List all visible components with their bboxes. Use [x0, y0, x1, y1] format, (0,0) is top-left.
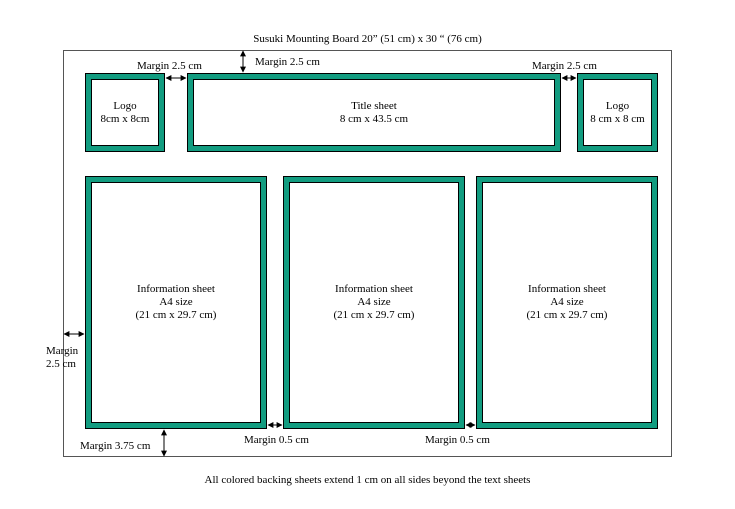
info-sheet-center: Information sheet A4 size (21 cm x 29.7 …	[283, 176, 465, 429]
logo-left-label: Logo	[113, 99, 137, 112]
logo-left-size: 8cm x 8cm	[100, 112, 150, 125]
info-left-dimensions: (21 cm x 29.7 cm)	[135, 309, 217, 321]
margin-label-side-line2: 2.5 cm	[46, 358, 76, 370]
margin-label-gap-right: Margin 0.5 cm	[425, 434, 490, 446]
diagram-title: Susuki Mounting Board 20” (51 cm) x 30 “…	[253, 33, 482, 45]
title-sheet-label: Title sheet	[351, 99, 397, 112]
info-center-size: A4 size	[357, 296, 391, 308]
info-sheet-left: Information sheet A4 size (21 cm x 29.7 …	[85, 176, 267, 429]
logo-right-sheet: Logo 8 cm x 8 cm	[577, 73, 658, 152]
logo-right-label: Logo	[605, 99, 630, 112]
title-sheet: Title sheet 8 cm x 43.5 cm	[187, 73, 561, 152]
margin-label-gap-left: Margin 0.5 cm	[244, 434, 309, 446]
margin-label-side-line1: Margin	[46, 345, 79, 357]
title-sheet-size: 8 cm x 43.5 cm	[339, 112, 409, 125]
info-center-dimensions: (21 cm x 29.7 cm)	[333, 309, 415, 321]
margin-label-top-right: Margin 2.5 cm	[532, 60, 597, 72]
logo-right-size: 8 cm x 8 cm	[590, 112, 645, 125]
info-sheet-right: Information sheet A4 size (21 cm x 29.7 …	[476, 176, 658, 429]
logo-left-sheet: Logo 8cm x 8cm	[85, 73, 165, 152]
info-left-size: A4 size	[159, 296, 193, 308]
diagram-footnote: All colored backing sheets extend 1 cm o…	[204, 474, 531, 486]
info-center-label: Information sheet	[335, 283, 413, 295]
info-right-size: A4 size	[550, 296, 584, 308]
info-right-dimensions: (21 cm x 29.7 cm)	[526, 309, 608, 321]
margin-label-top-left: Margin 2.5 cm	[137, 60, 202, 72]
margin-label-bottom: Margin 3.75 cm	[80, 440, 151, 452]
mounting-board	[63, 50, 672, 457]
margin-label-top: Margin 2.5 cm	[255, 56, 320, 68]
info-right-label: Information sheet	[528, 283, 606, 295]
info-left-label: Information sheet	[137, 283, 215, 295]
